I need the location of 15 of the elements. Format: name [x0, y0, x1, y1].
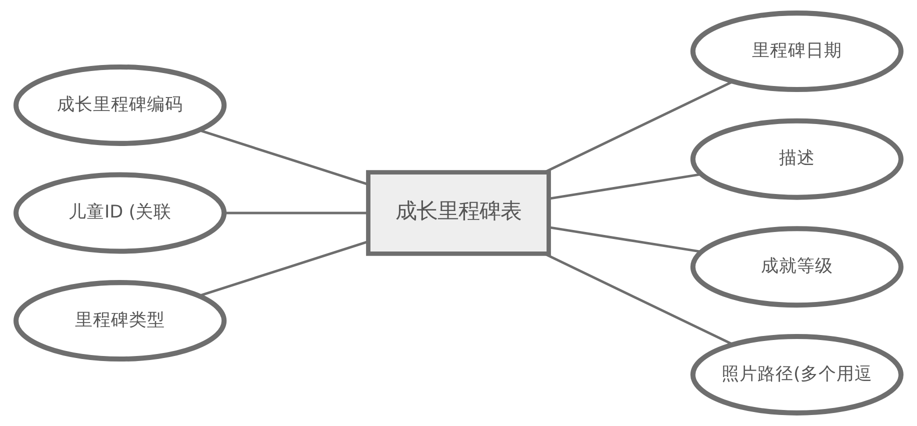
connector	[548, 173, 702, 200]
node-ellipse: 里程碑类型	[14, 280, 227, 362]
connector	[198, 240, 368, 297]
node-ellipse: 描述	[690, 118, 904, 200]
connector	[544, 252, 734, 346]
connector	[548, 226, 702, 253]
node-ellipse: 儿童ID (关联	[14, 172, 227, 254]
node-ellipse: 成就等级	[690, 226, 904, 308]
node-ellipse: 照片路径(多个用逗	[690, 334, 904, 416]
connector	[224, 212, 368, 214]
node-ellipse: 成长里程碑编码	[14, 64, 227, 146]
connector	[544, 80, 734, 174]
node-ellipse: 里程碑日期	[690, 10, 904, 92]
node-box: 成长里程碑表	[366, 170, 551, 256]
connector	[198, 129, 368, 186]
